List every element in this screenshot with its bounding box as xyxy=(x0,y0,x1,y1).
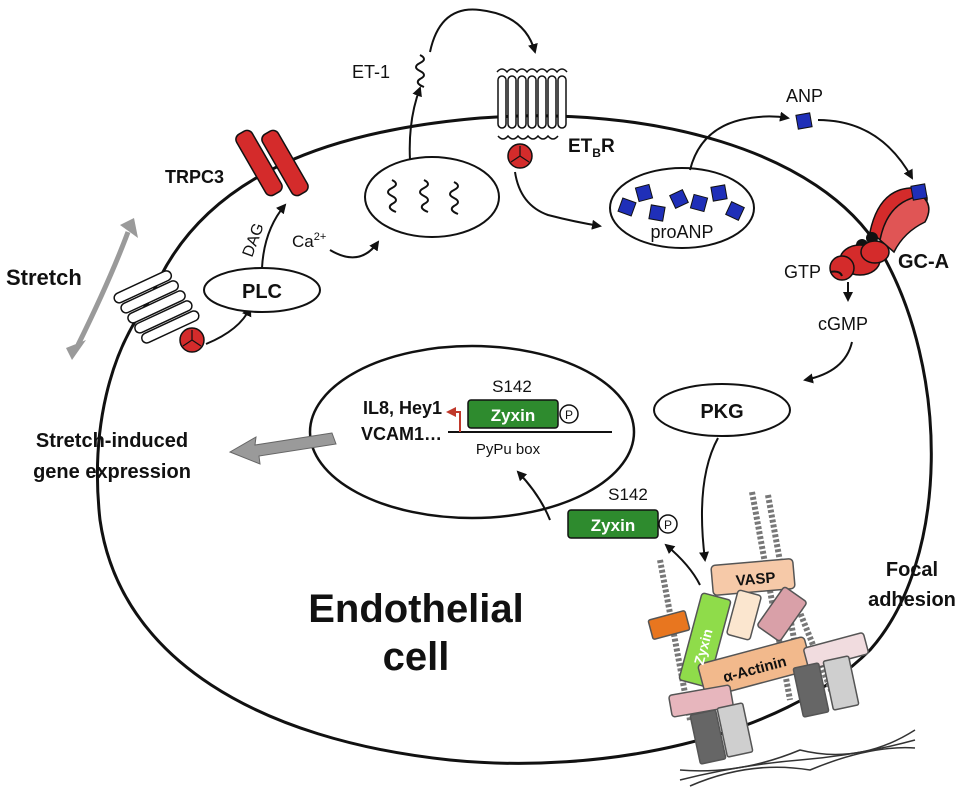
output-label-line1: Stretch-induced xyxy=(36,430,188,452)
cyto-s142-label: S142 xyxy=(608,485,648,504)
et1-peptide-icons xyxy=(387,179,459,215)
phospho-nuclear-icon xyxy=(559,404,579,424)
focal-adhesion-line1: Focal xyxy=(886,559,938,581)
vasp-label: VASP xyxy=(735,569,776,589)
pypu-box-label: PyPu box xyxy=(476,441,541,458)
etbr-receptor-icon xyxy=(496,68,568,140)
focal-adhesion-complex xyxy=(647,558,869,765)
anp-label: ANP xyxy=(786,86,823,106)
et1-free-icon xyxy=(415,54,425,88)
proanp-label: proANP xyxy=(650,222,713,242)
trpc3-label: TRPC3 xyxy=(165,167,224,187)
target-genes-line1: IL8, Hey1 xyxy=(363,398,442,418)
ecm-fiber-icon xyxy=(679,729,916,787)
phospho-cyto-icon xyxy=(658,514,678,534)
anp-granule-icons xyxy=(617,183,745,222)
zyxin-nuclear-box xyxy=(467,399,559,429)
cell-label-line2: cell xyxy=(383,635,450,679)
calcium-label: Ca2+ xyxy=(292,231,326,251)
gca-label: GC-A xyxy=(898,251,949,273)
et1-label: ET-1 xyxy=(352,62,390,82)
zyxin-cyto-box xyxy=(567,509,659,539)
output-label-line2: gene expression xyxy=(33,461,191,483)
gene-expression-arrow xyxy=(228,432,337,465)
cell-label-line1: Endothelial xyxy=(308,587,524,631)
gtp-label: GTP xyxy=(784,262,821,282)
transcription-arrow xyxy=(446,407,461,432)
g-protein-icon xyxy=(507,143,533,169)
cell-membrane xyxy=(95,114,933,765)
trpc3-channel-icon xyxy=(235,129,309,197)
et1-vesicle xyxy=(364,156,500,238)
plc-label: PLC xyxy=(242,281,282,303)
zyxin-cyto-label: Zyxin xyxy=(591,516,635,535)
target-genes-line2: VCAM1… xyxy=(361,424,442,444)
zyxin-nuclear-label: Zyxin xyxy=(491,406,535,425)
stretch-arrow xyxy=(66,218,138,360)
etbr-label: ETBR xyxy=(568,136,615,160)
phospho-cyto-label: P xyxy=(664,518,672,532)
stretch-label: Stretch xyxy=(6,265,82,290)
nucleus-s142-label: S142 xyxy=(492,377,532,396)
anp-peptide-icon xyxy=(795,112,813,130)
pkg-label: PKG xyxy=(700,401,743,423)
focal-adhesion-line2: adhesion xyxy=(868,589,956,611)
mechano-receptor-icon xyxy=(113,270,205,353)
phospho-nuclear-label: P xyxy=(565,408,573,422)
gca-receptor-icon xyxy=(829,183,930,281)
cgmp-label: cGMP xyxy=(818,314,868,334)
pkg-node xyxy=(653,383,791,437)
